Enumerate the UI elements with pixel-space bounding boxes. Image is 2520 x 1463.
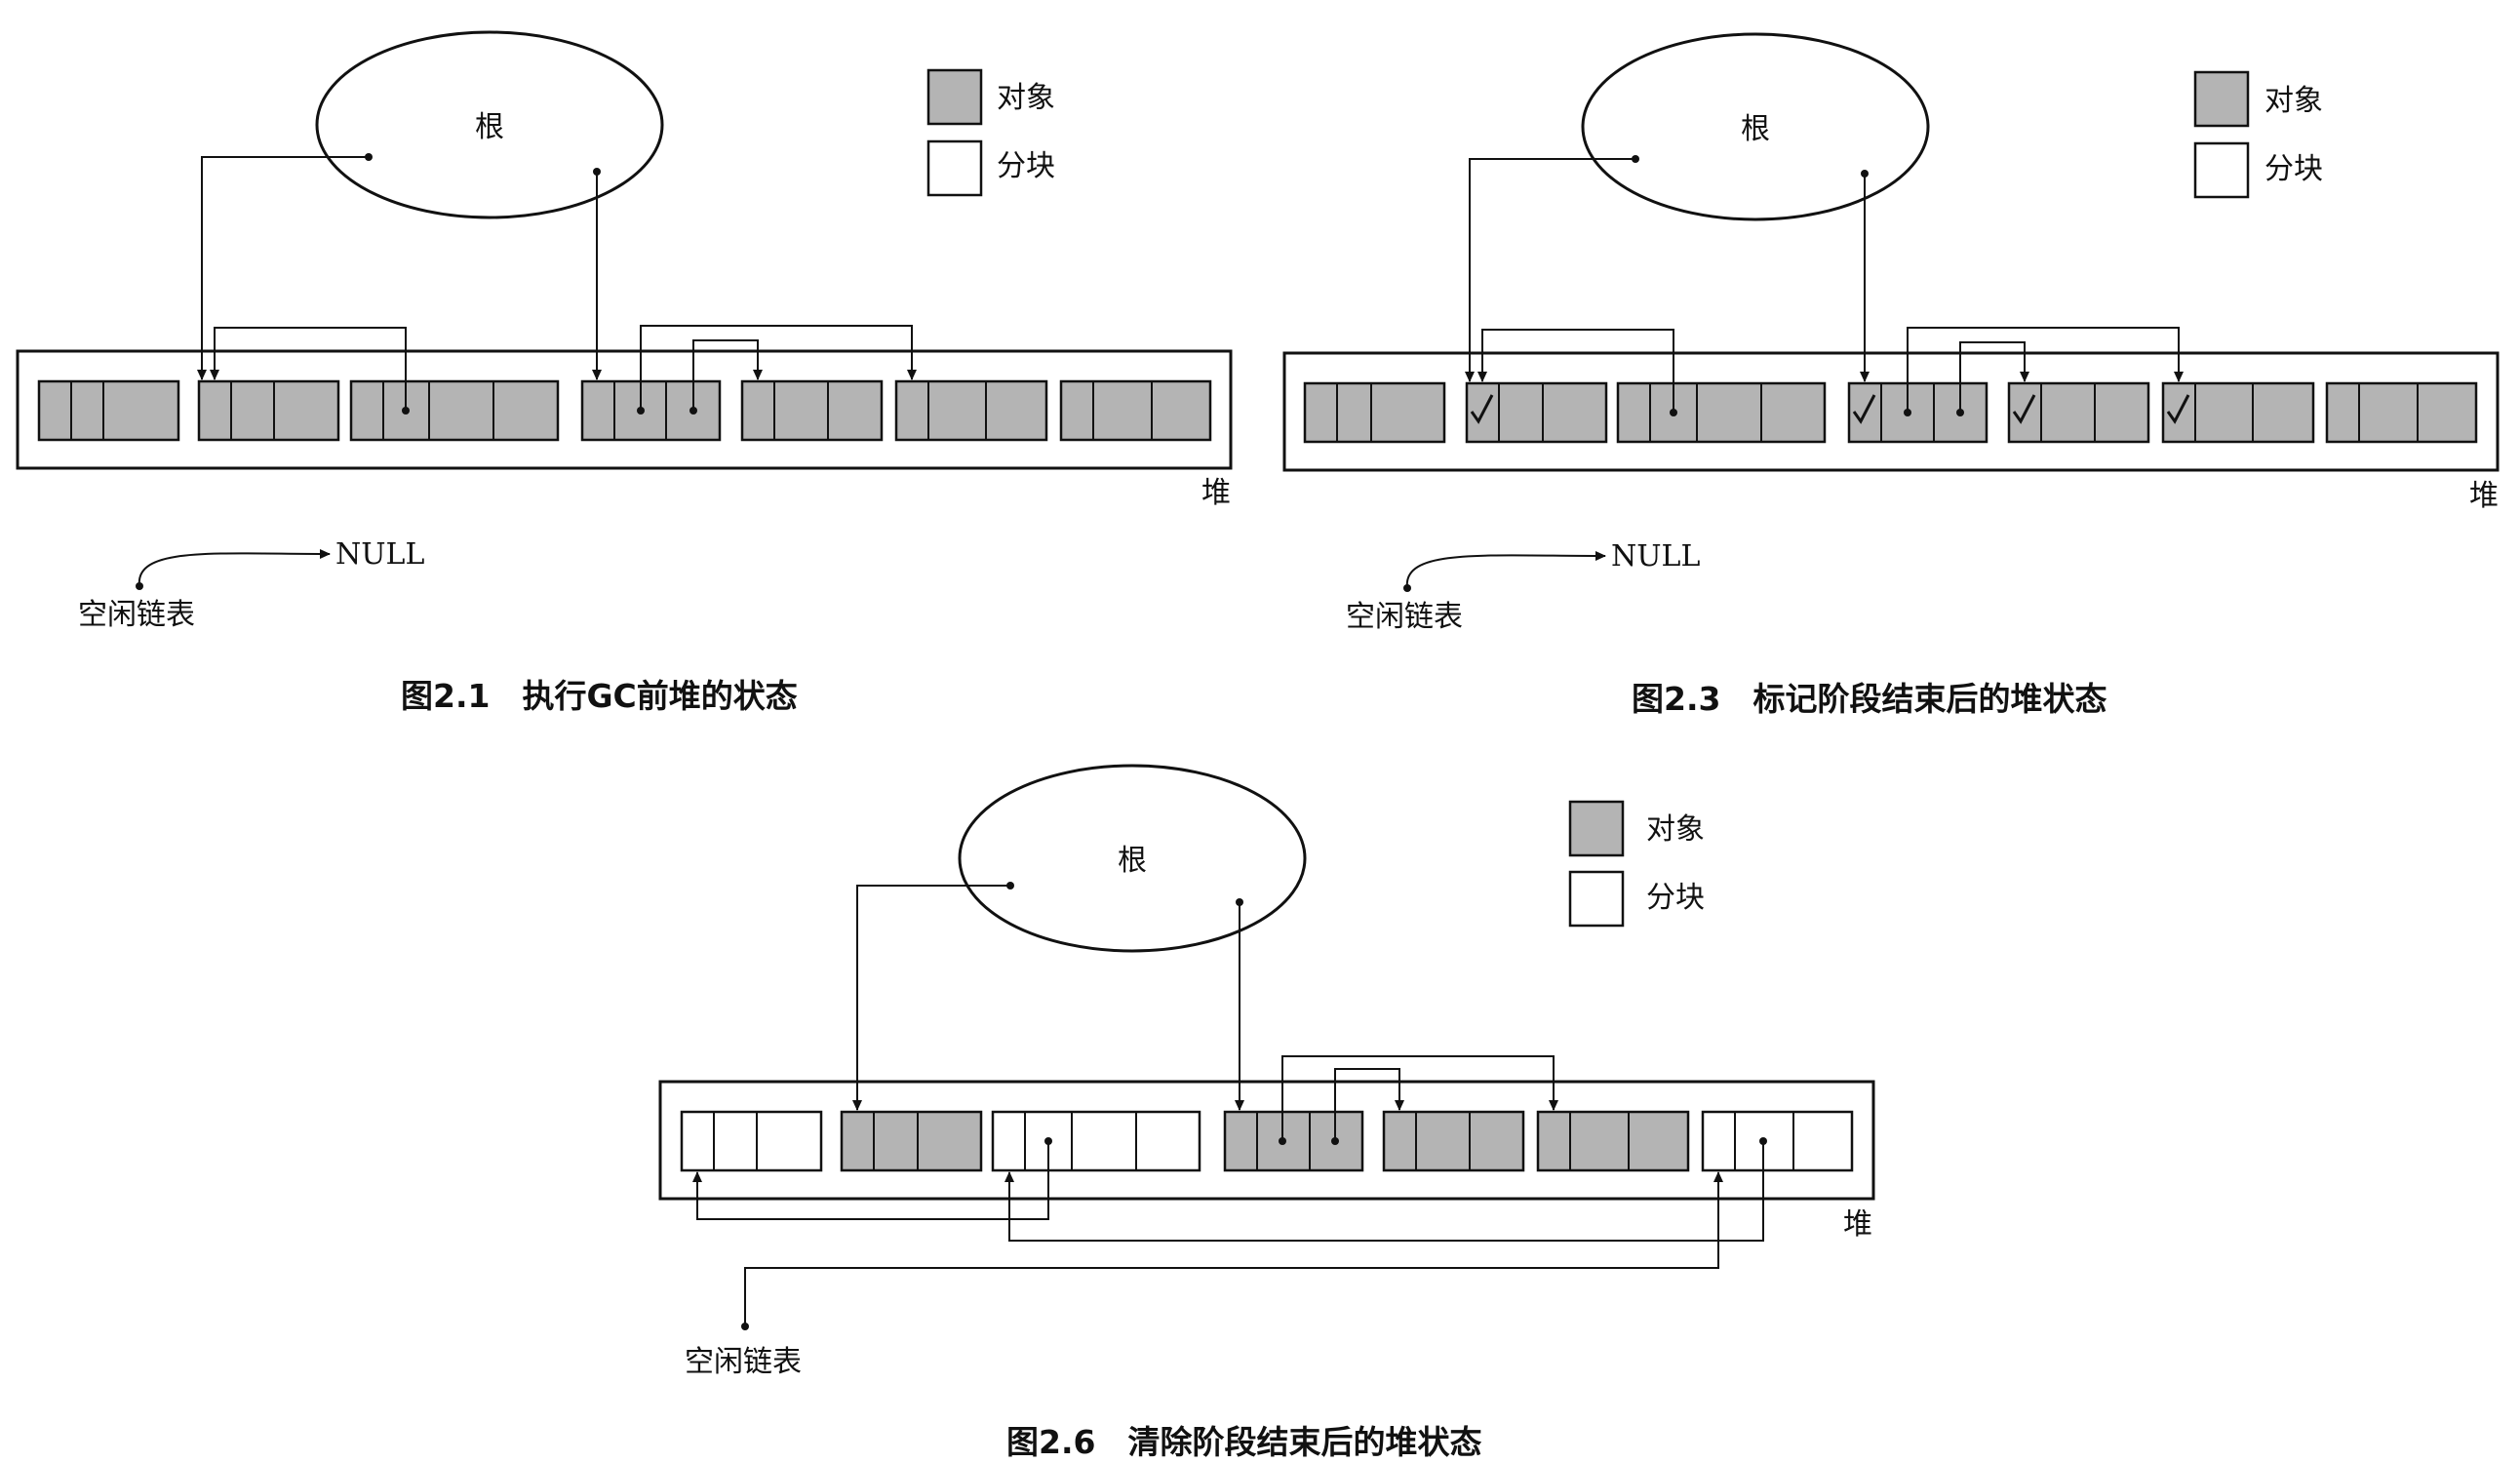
heap-chunk-4: [580, 379, 722, 442]
heap-chunk-4: [1847, 381, 1988, 444]
heap-chunks: [680, 1110, 1854, 1172]
heap-chunk-5: [1382, 1110, 1525, 1172]
legend-object-label: 对象: [1646, 812, 1705, 847]
heap-chunk-2: [197, 379, 340, 442]
legend-block-swatch: [2193, 141, 2250, 199]
legend: 对象 分块: [1568, 800, 1705, 928]
figure-caption: 图2.6 清除阶段结束后的堆状态: [1006, 1423, 1481, 1461]
heap-chunk-6: [2161, 381, 2315, 444]
heap-chunks: [1303, 381, 2478, 444]
root-set: [315, 30, 664, 219]
free-list-label: 空闲链表: [78, 598, 195, 632]
heap-chunk-7: [1701, 1110, 1854, 1172]
heap-chunk-4: [1223, 1110, 1364, 1172]
root-set: [958, 764, 1307, 953]
heap-chunks: [37, 379, 1212, 442]
heap-chunk-1: [680, 1110, 823, 1172]
free-list-label: 空闲链表: [1346, 600, 1463, 634]
mark-bit-icon: [1470, 394, 1494, 424]
heap-chunk-1: [37, 379, 180, 442]
root-label: 根: [1118, 844, 1147, 878]
mark-bit-icon: [2012, 394, 2036, 424]
heap-chunk-6: [1536, 1110, 1690, 1172]
heap-chunk-7: [2325, 381, 2478, 444]
heap-label: 堆: [1843, 1207, 1872, 1242]
heap-chunk-7: [1059, 379, 1212, 442]
pointers: [197, 153, 917, 415]
heap-chunk-5: [740, 379, 884, 442]
free-list: 空闲链表: [685, 1137, 1767, 1379]
figure-caption: 图2.3 标记阶段结束后的堆状态: [1632, 680, 2107, 718]
mark-bit-icon: [2166, 394, 2190, 424]
heap-label: 堆: [2469, 479, 2499, 513]
legend-object-swatch: [2193, 70, 2250, 128]
legend-block-label: 分块: [2264, 152, 2323, 186]
root-label: 根: [1741, 112, 1770, 146]
mark-bit-icon: [1852, 394, 1876, 424]
legend-block-swatch: [926, 139, 983, 197]
null-label: NULL: [335, 537, 424, 572]
heap-chunk-5: [2007, 381, 2150, 444]
legend-object-swatch: [926, 68, 983, 126]
heap-chunk-3: [991, 1110, 1201, 1172]
heap-label: 堆: [1201, 476, 1231, 510]
figure-2-6: 对象 分块 根 堆: [658, 764, 1875, 1461]
heap-area: [1282, 351, 2500, 472]
root-set: [1581, 32, 1930, 221]
figure-2-3: 对象 分块 根 堆: [1282, 32, 2500, 718]
figure-2-1: 对象 分块 根 堆: [16, 30, 1233, 715]
legend-block-label: 分块: [997, 149, 1055, 183]
heap-chunk-3: [349, 379, 560, 442]
legend-object-label: 对象: [997, 81, 1055, 115]
free-list: NULL 空闲链表: [1346, 539, 1700, 634]
null-label: NULL: [1611, 539, 1700, 573]
heap-chunk-2: [840, 1110, 983, 1172]
heap-chunk-3: [1616, 381, 1827, 444]
legend: 对象 分块: [926, 68, 1055, 197]
figure-caption: 图2.1 执行GC前堆的状态: [401, 677, 798, 715]
legend: 对象 分块: [2193, 70, 2323, 199]
free-list: NULL 空闲链表: [78, 537, 424, 632]
heap-chunk-1: [1303, 381, 1446, 444]
heap-area: [658, 1080, 1875, 1201]
legend-block-swatch: [1568, 870, 1625, 928]
heap-chunk-2: [1465, 381, 1608, 444]
legend-object-swatch: [1568, 800, 1625, 857]
legend-object-label: 对象: [2264, 84, 2323, 118]
heap-area: [16, 349, 1233, 470]
pointers: [1465, 155, 2184, 416]
pointers: [852, 882, 1558, 1145]
heap-chunk-6: [894, 379, 1048, 442]
legend-block-label: 分块: [1646, 881, 1705, 915]
free-list-label: 空闲链表: [685, 1345, 802, 1379]
root-label: 根: [475, 110, 504, 144]
